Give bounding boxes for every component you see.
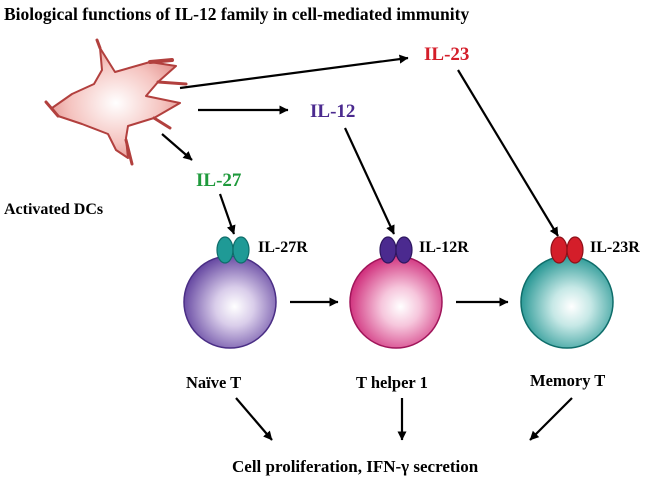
receptor-il12r-label: IL-12R [419, 239, 469, 256]
source-label: Activated DCs [4, 201, 103, 218]
outcome-label: Cell proliferation, IFN-γ secretion [232, 457, 479, 476]
arrow-il23-to-il23r [457, 69, 559, 237]
il23r-receptor-icon [550, 236, 568, 264]
arrow-il27-to-il27r [218, 193, 236, 235]
naive-t-cell [183, 236, 277, 349]
il12r-receptor-icon [395, 236, 413, 264]
t-helper-1-label: T helper 1 [356, 373, 428, 392]
t-helper-1-cell [349, 236, 443, 349]
il27r-receptor-icon [232, 236, 250, 264]
il23r-receptor-icon [566, 236, 584, 264]
memory-t-cell [520, 236, 614, 349]
receptor-il27r-label: IL-27R [258, 239, 308, 256]
receptor-il23r-label: IL-23R [590, 239, 640, 256]
arrow-il12-to-il12r [344, 127, 395, 235]
il27r-receptor-icon [216, 236, 234, 264]
arrow-dc-to-il23 [179, 54, 409, 90]
cytokine-il27-label: IL-27 [196, 170, 242, 191]
naive-t-label: Naïve T [186, 373, 241, 392]
arrow-memory-to-outcome [529, 397, 573, 441]
arrow-naive-to-outcome [235, 397, 273, 441]
dendritic-cell-icon [44, 38, 188, 166]
diagram-title: Biological functions of IL-12 family in … [4, 4, 469, 24]
memory-t-label: Memory T [530, 371, 605, 390]
cytokine-il12-label: IL-12 [310, 101, 355, 122]
il12r-receptor-icon [379, 236, 397, 264]
arrow-dc-to-il27 [161, 133, 193, 161]
cytokine-il23-label: IL-23 [424, 44, 469, 65]
